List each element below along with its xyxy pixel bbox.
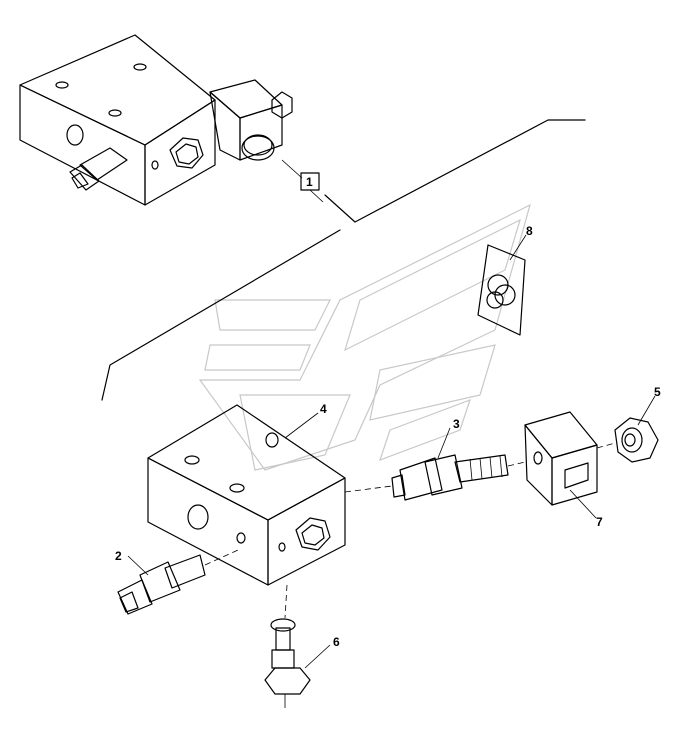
seal-kit-part-8	[477, 244, 526, 336]
callout-4-label: 4	[320, 402, 327, 416]
callout-6: 6	[304, 635, 340, 669]
callout-5: 5	[637, 385, 661, 426]
callout-8-label: 8	[526, 224, 533, 238]
plunger-part-6	[264, 618, 311, 708]
section-divider-line	[101, 119, 586, 401]
assembly-guide-lines	[204, 442, 616, 619]
callout-5-label: 5	[654, 385, 661, 399]
callout-8: 8	[509, 224, 533, 261]
coil-part-7	[524, 411, 598, 506]
valve-body-part-4	[147, 404, 346, 586]
callout-3: 3	[437, 417, 460, 459]
callout-1-label: 1	[306, 175, 313, 189]
assembled-valve-block	[19, 34, 293, 206]
cartridge-part-3	[391, 454, 509, 501]
callout-6-label: 6	[333, 635, 340, 649]
nut-part-5	[614, 417, 659, 463]
cartridge-part-2	[117, 554, 206, 615]
callout-2-label: 2	[115, 549, 122, 563]
callout-3-label: 3	[453, 417, 460, 431]
callout-1: 1	[281, 159, 324, 203]
callout-7: 7	[569, 489, 603, 529]
callout-7-label: 7	[596, 515, 603, 529]
callout-2: 2	[115, 549, 149, 576]
watermark-logo	[198, 203, 531, 471]
callout-4: 4	[284, 402, 327, 439]
